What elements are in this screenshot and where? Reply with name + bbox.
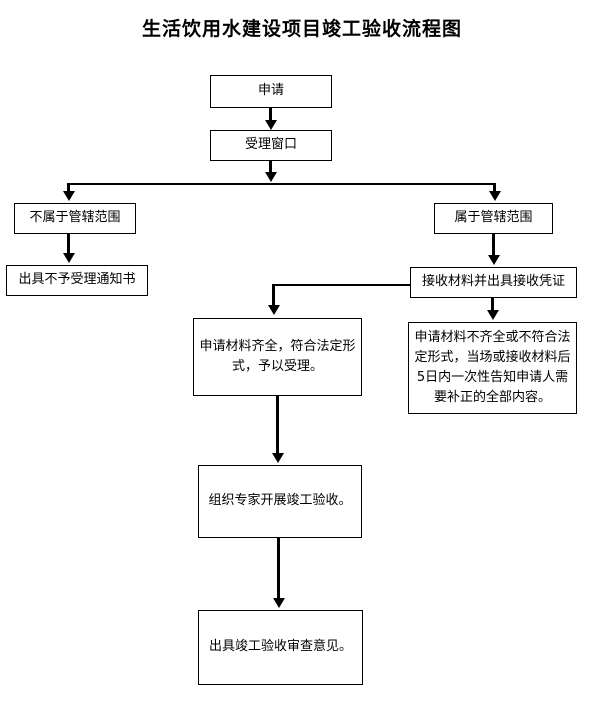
edge-experts-opinion-arrow: [272, 598, 285, 608]
edge-receive-complete-arrow: [267, 305, 280, 315]
node-experts[interactable]: 组织专家开展竣工验收。: [198, 465, 362, 538]
edge-notjur-reject-arrow: [62, 253, 75, 263]
edge-apply-window-arrow: [264, 120, 277, 130]
node-complete[interactable]: 申请材料齐全，符合法定形式，予以受理。: [193, 318, 362, 396]
node-reject-notice[interactable]: 出具不予受理通知书: [6, 265, 148, 296]
edge-split-left-arrow: [62, 191, 75, 201]
node-receive-label: 接收材料并出具接收凭证: [421, 274, 565, 290]
node-not-jurisdiction-label: 不属于管辖范围: [29, 210, 121, 226]
edge-receive-complete-vline: [272, 284, 275, 307]
edge-apply-window-line: [269, 108, 272, 122]
node-window-label: 受理窗口: [244, 137, 297, 153]
node-incomplete-label: 申请材料不齐全或不符合法定形式，当场或接收材料后5日内一次性告知申请人需要补正的…: [414, 329, 571, 406]
edge-notjur-reject-line: [67, 234, 70, 256]
node-receive[interactable]: 接收材料并出具接收凭证: [410, 267, 577, 298]
node-incomplete[interactable]: 申请材料不齐全或不符合法定形式，当场或接收材料后5日内一次性告知申请人需要补正的…: [408, 322, 577, 414]
edge-complete-experts-arrow: [271, 453, 284, 463]
edge-split-bus: [68, 183, 495, 185]
node-in-jurisdiction[interactable]: 属于管辖范围: [434, 203, 553, 234]
node-experts-label: 组织专家开展竣工验收。: [208, 493, 352, 509]
node-reject-notice-label: 出具不予受理通知书: [18, 272, 136, 288]
edge-receive-incomplete-arrow: [486, 310, 499, 320]
edge-split-left-line: [67, 183, 70, 194]
node-opinion[interactable]: 出具竣工验收审查意见。: [198, 610, 363, 685]
node-in-jurisdiction-label: 属于管辖范围: [454, 210, 533, 226]
edge-injur-receive-line: [492, 234, 495, 258]
edge-receive-complete-hline: [273, 284, 411, 286]
node-not-jurisdiction[interactable]: 不属于管辖范围: [14, 203, 136, 234]
page-title: 生活饮用水建设项目竣工验收流程图: [141, 18, 462, 40]
node-window[interactable]: 受理窗口: [210, 130, 332, 161]
edge-window-split-line: [269, 161, 272, 174]
edge-complete-experts-line: [276, 396, 279, 456]
node-apply-label: 申请: [257, 83, 284, 99]
edge-receive-incomplete-line: [491, 298, 494, 312]
edge-experts-opinion-line: [277, 538, 280, 600]
node-opinion-label: 出具竣工验收审查意见。: [208, 639, 352, 655]
edge-injur-receive-arrow: [487, 255, 500, 265]
node-complete-label: 申请材料齐全，符合法定形式，予以受理。: [199, 338, 356, 374]
edge-split-right-arrow: [488, 191, 501, 201]
edge-window-split-arrow: [264, 172, 277, 182]
node-apply[interactable]: 申请: [210, 75, 332, 108]
edge-split-right-line: [493, 183, 496, 194]
